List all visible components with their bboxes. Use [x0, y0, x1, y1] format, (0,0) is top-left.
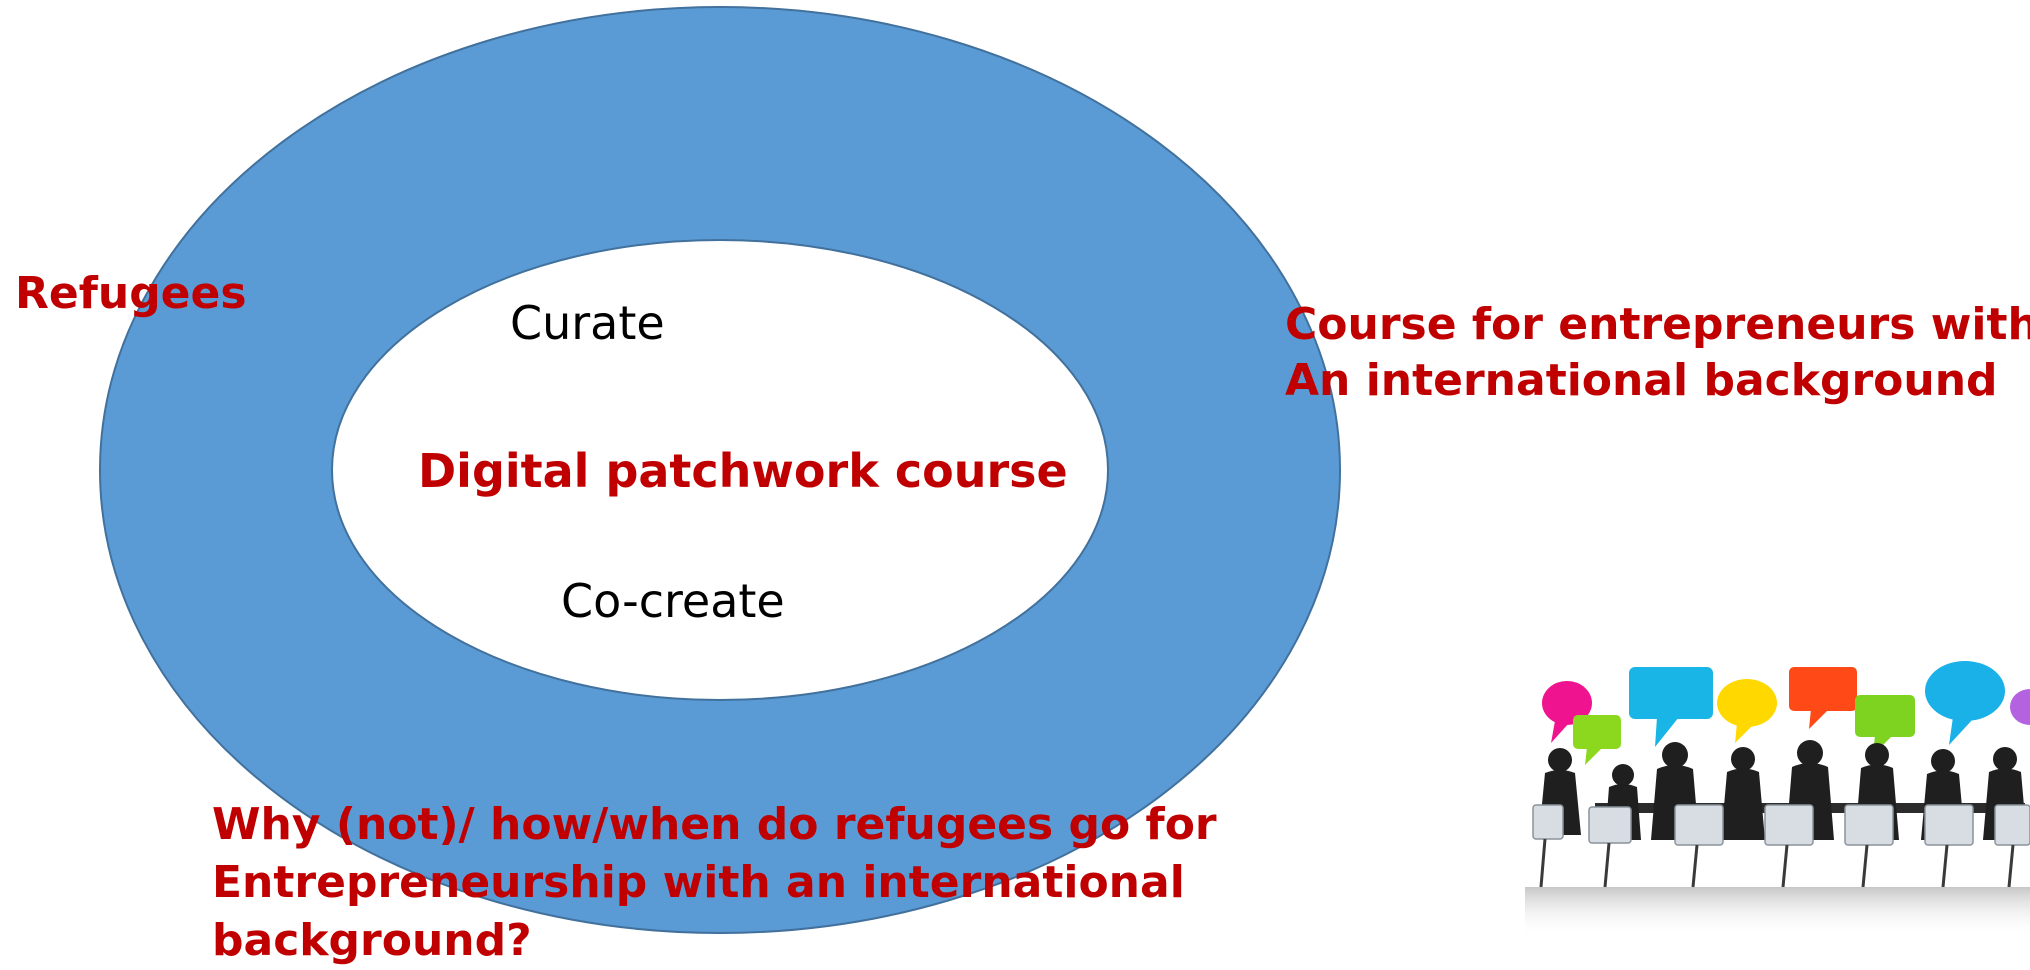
course-label-line-2: An international background [1285, 355, 1998, 406]
speech-bubble-icon [1542, 681, 1592, 725]
speech-bubble-icon [1855, 695, 1915, 737]
speech-bubble-icon [1925, 661, 2005, 721]
inner-circle [331, 239, 1109, 701]
question-line-3: background? [212, 915, 532, 966]
question-line-2: Entrepreneurship with an international [212, 857, 1185, 908]
speech-bubble-icon [1717, 679, 1777, 727]
meeting-speech-bubbles-image [1525, 661, 2030, 937]
speech-bubbles [1542, 661, 2030, 765]
research-question: Why (not)/ how/when do refugees go for E… [212, 796, 1217, 970]
course-label-line-1: Course for entrepreneurs with [1285, 299, 2030, 350]
question-line-1: Why (not)/ how/when do refugees go for [212, 799, 1217, 850]
cocreate-label: Co-create [561, 574, 785, 628]
meeting-people [1539, 740, 2027, 840]
refugees-label: Refugees [15, 268, 247, 319]
course-entrepreneurs-label: Course for entrepreneurs with An interna… [1285, 297, 2030, 409]
floor-reflection [1525, 887, 2030, 937]
chair-legs [1539, 838, 2015, 888]
curate-label: Curate [510, 296, 665, 350]
speech-bubble-icon [1789, 667, 1857, 711]
speech-bubble-icon [2010, 689, 2030, 725]
speech-bubble-icon [1573, 715, 1621, 749]
digital-patchwork-label: Digital patchwork course [418, 444, 1068, 498]
meeting-chairs [1532, 804, 2030, 846]
speech-bubble-icon [1629, 667, 1713, 719]
